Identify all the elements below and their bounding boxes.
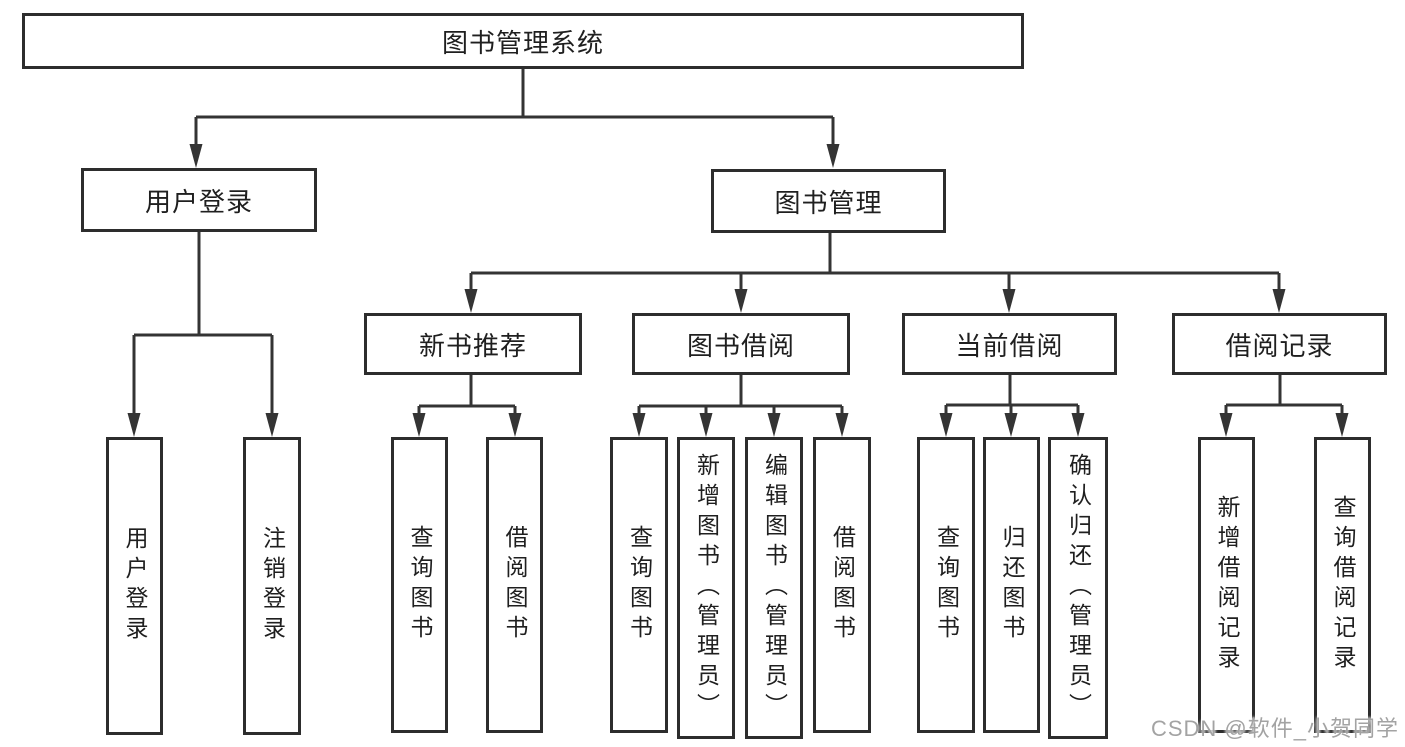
leaf-borrow-books-2: 借阅图书: [813, 437, 871, 733]
node-borrow-records: 借阅记录: [1172, 313, 1387, 375]
leaf-add-books-admin: 新增图书（管理员）: [677, 437, 735, 739]
node-borrow-records-label: 借阅记录: [1225, 330, 1334, 361]
leaf-add-books-admin-label: 新增图书（管理员）: [693, 453, 720, 723]
watermark: CSDN @软件_小贺同学: [1150, 716, 1399, 741]
leaf-add-borrow-record-label: 新增借阅记录: [1214, 495, 1240, 675]
leaf-query-books-1-label: 查询图书: [407, 525, 433, 645]
leaf-user-login-label: 用户登录: [122, 526, 148, 646]
leaf-borrow-books-2-label: 借阅图书: [829, 525, 856, 645]
node-new-book-recommend-label: 新书推荐: [418, 330, 527, 361]
connector-new-book-recommend-to-leaves: [412, 375, 522, 437]
leaf-edit-books-admin-label: 编辑图书（管理员）: [761, 453, 788, 723]
leaf-add-borrow-record: 新增借阅记录: [1198, 437, 1255, 733]
node-book-management-label: 图书管理: [774, 187, 883, 218]
node-user-login: 用户登录: [81, 168, 317, 232]
node-user-login-label: 用户登录: [144, 186, 253, 217]
node-book-borrow: 图书借阅: [632, 313, 850, 375]
leaf-query-borrow-record-label: 查询借阅记录: [1330, 495, 1356, 675]
leaf-query-books-1: 查询图书: [391, 437, 448, 733]
node-book-management: 图书管理: [711, 169, 946, 233]
leaf-query-books-2-label: 查询图书: [626, 525, 653, 645]
connector-current-borrow-to-leaves: [939, 375, 1085, 437]
leaf-logout: 注销登录: [243, 437, 301, 735]
leaf-query-borrow-record: 查询借阅记录: [1314, 437, 1371, 733]
leaf-query-books-3: 查询图书: [917, 437, 975, 733]
leaf-borrow-books-1-label: 借阅图书: [502, 525, 528, 645]
node-root-label: 图书管理系统: [441, 27, 604, 58]
leaf-logout-label: 注销登录: [259, 526, 286, 646]
connector-user-login-to-leaves: [127, 232, 279, 437]
leaf-query-books-3-label: 查询图书: [933, 525, 960, 645]
leaf-confirm-return-admin: 确认归还（管理员）: [1048, 437, 1108, 739]
node-current-borrow: 当前借阅: [902, 313, 1117, 375]
node-new-book-recommend: 新书推荐: [364, 313, 582, 375]
connector-root-to-level2: [189, 69, 840, 168]
leaf-return-books-label: 归还图书: [999, 525, 1025, 645]
leaf-borrow-books-1: 借阅图书: [486, 437, 543, 733]
leaf-confirm-return-admin-label: 确认归还（管理员）: [1065, 453, 1092, 723]
connector-borrow-records-to-leaves: [1219, 375, 1349, 437]
leaf-return-books: 归还图书: [983, 437, 1040, 733]
leaf-query-books-2: 查询图书: [610, 437, 668, 733]
node-book-borrow-label: 图书借阅: [686, 330, 795, 361]
connector-book-borrow-to-leaves: [632, 375, 849, 437]
node-current-borrow-label: 当前借阅: [955, 330, 1064, 361]
node-root: 图书管理系统: [22, 13, 1024, 69]
leaf-edit-books-admin: 编辑图书（管理员）: [745, 437, 803, 739]
connector-book-management-to-level3: [464, 233, 1286, 313]
leaf-user-login: 用户登录: [106, 437, 163, 735]
